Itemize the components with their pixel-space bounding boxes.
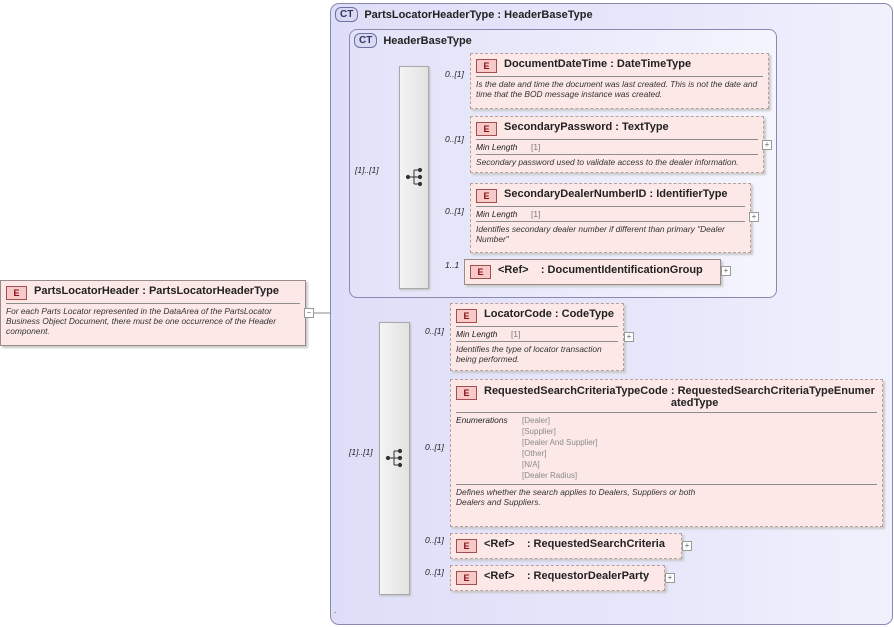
element-badge: E — [476, 189, 497, 203]
collapse-icon[interactable]: − — [304, 308, 314, 318]
element-name: RequestedSearchCriteriaTypeCode — [484, 385, 668, 397]
facet-value: [1] — [511, 329, 521, 339]
element-documentation: Defines whether the search applies to De… — [456, 487, 696, 507]
facet-value: [1] — [531, 209, 541, 219]
element-name: <Ref> — [484, 538, 515, 550]
element-type: : RequestedSearchCriteriaTypeEnumeratedT… — [670, 385, 875, 409]
sequence-icon — [405, 167, 423, 187]
sequence-compositor[interactable] — [399, 66, 429, 289]
facet-label: Min Length — [476, 209, 518, 219]
outer-type-title: PartsLocatorHeaderType : HeaderBaseType — [364, 8, 593, 21]
element-requested-search-criteria-type-code[interactable]: E RequestedSearchCriteriaTypeCode : Requ… — [450, 379, 883, 527]
element-name: SecondaryPassword — [504, 121, 613, 133]
expand-icon[interactable]: + — [682, 541, 692, 551]
element-cardinality: 0..[1] — [425, 326, 444, 336]
element-secondary-password[interactable]: E SecondaryPassword : TextType Min Lengt… — [470, 116, 764, 173]
element-type: : PartsLocatorHeaderType — [142, 285, 279, 297]
element-cardinality: 0..[1] — [445, 134, 464, 144]
enum-value: [Other] — [522, 449, 547, 458]
outer-type-header: CT PartsLocatorHeaderType : HeaderBaseTy… — [335, 7, 593, 22]
enum-value: [Supplier] — [522, 427, 556, 436]
element-name: <Ref> — [498, 264, 529, 276]
expand-icon[interactable]: + — [665, 573, 675, 583]
element-locator-code[interactable]: E LocatorCode : CodeType Min Length [1] I… — [450, 303, 624, 371]
element-documentation: Secondary password used to validate acce… — [476, 157, 739, 167]
element-cardinality: 0..[1] — [445, 69, 464, 79]
ref-requested-search-criteria[interactable]: E <Ref> : RequestedSearchCriteria — [450, 533, 682, 559]
element-type: : RequestorDealerParty — [526, 570, 650, 582]
expand-icon[interactable]: + — [762, 140, 772, 150]
element-badge: E — [456, 386, 477, 400]
element-name: <Ref> — [484, 570, 515, 582]
element-cardinality: 0..[1] — [425, 535, 444, 545]
enum-value: [Dealer Radius] — [522, 471, 578, 480]
element-badge: E — [456, 571, 477, 585]
sequence-compositor[interactable] — [379, 322, 410, 595]
element-badge: E — [456, 539, 477, 553]
dot-marker: . — [334, 606, 337, 615]
element-documentation: For each Parts Locator represented in th… — [6, 306, 277, 336]
element-name: LocatorCode — [484, 308, 552, 320]
expand-icon[interactable]: + — [749, 212, 759, 222]
element-cardinality: 0..[1] — [445, 206, 464, 216]
element-type: : IdentifierType — [649, 188, 728, 200]
complex-type-badge: CT — [335, 7, 359, 22]
enumerations-label: Enumerations — [456, 415, 508, 425]
sequence-icon — [385, 448, 403, 468]
ref-requestor-dealer-party[interactable]: E <Ref> : RequestorDealerParty — [450, 565, 665, 591]
element-name: PartsLocatorHeader — [34, 285, 140, 297]
element-name: DocumentDateTime — [504, 58, 608, 70]
facet-label: Min Length — [476, 142, 518, 152]
element-cardinality: 1..1 — [445, 260, 460, 270]
element-type: : RequestedSearchCriteria — [526, 538, 665, 550]
root-element-parts-locator-header[interactable]: E PartsLocatorHeader : PartsLocatorHeade… — [0, 280, 306, 346]
facet-label: Min Length — [456, 329, 498, 339]
facet-value: [1] — [531, 142, 541, 152]
enum-value: [N/A] — [522, 460, 540, 469]
element-badge: E — [476, 122, 497, 136]
complex-type-badge: CT — [354, 33, 378, 48]
enum-value: [Dealer] — [522, 416, 551, 425]
sequence-cardinality: [1]..[1] — [349, 447, 373, 457]
inner-type-title: HeaderBaseType — [383, 34, 472, 47]
expand-icon[interactable]: + — [721, 266, 731, 276]
element-secondary-dealer-number-id[interactable]: E SecondaryDealerNumberID : IdentifierTy… — [470, 183, 751, 253]
element-cardinality: 0..[1] — [425, 442, 444, 452]
element-type: : DocumentIdentificationGroup — [540, 264, 703, 276]
element-documentation: Identifies the type of locator transacti… — [456, 344, 602, 364]
expand-icon[interactable]: + — [624, 332, 634, 342]
sequence-cardinality: [1]..[1] — [355, 165, 379, 175]
element-badge: E — [470, 265, 491, 279]
element-name: SecondaryDealerNumberID — [504, 188, 647, 200]
inner-type-header: CT HeaderBaseType — [354, 33, 472, 48]
ref-document-identification-group[interactable]: E <Ref> : DocumentIdentificationGroup — [464, 259, 721, 285]
enumerations-list: [Dealer] [Supplier] [Dealer And Supplier… — [522, 415, 598, 481]
element-document-date-time[interactable]: E DocumentDateTime : DateTimeType Is the… — [470, 53, 769, 109]
enum-value: [Dealer And Supplier] — [522, 438, 598, 447]
element-badge: E — [6, 286, 27, 300]
element-type: : CodeType — [554, 308, 614, 320]
element-type: : TextType — [615, 121, 669, 133]
element-badge: E — [456, 309, 477, 323]
element-documentation: Is the date and time the document was la… — [476, 79, 758, 99]
element-badge: E — [476, 59, 497, 73]
element-cardinality: 0..[1] — [425, 567, 444, 577]
element-documentation: Identifies secondary dealer number if di… — [476, 224, 725, 244]
element-type: : DateTimeType — [610, 58, 692, 70]
